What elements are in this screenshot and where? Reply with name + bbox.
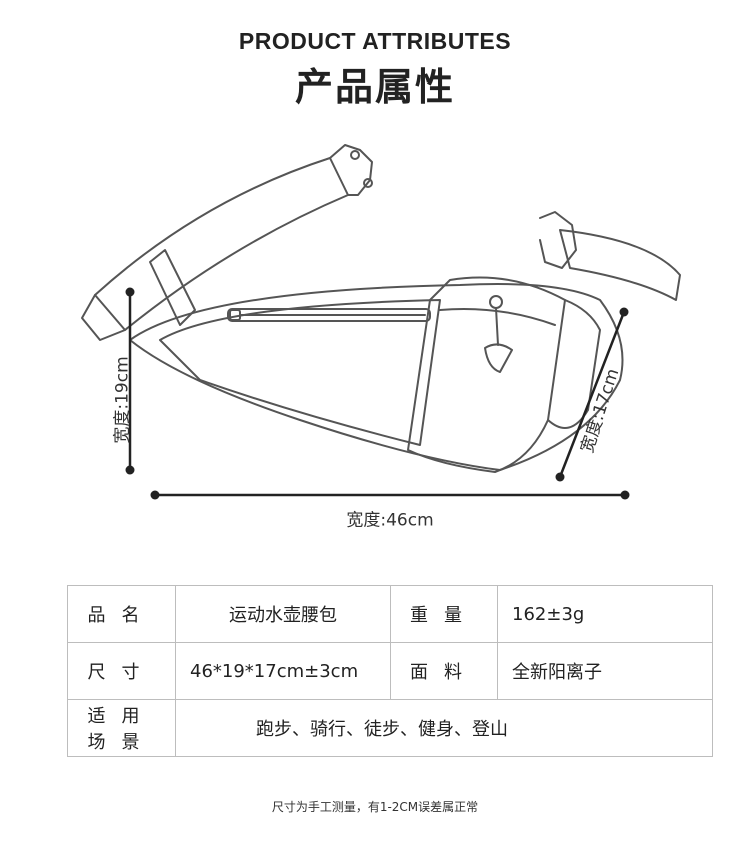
attr-key-usage: 适用场景 [67, 699, 176, 757]
bag-body [129, 283, 624, 471]
attr-value-fabric: 全新阳离子 [497, 642, 713, 700]
attr-value-name: 运动水壶腰包 [175, 585, 391, 643]
attr-value-usage: 跑步、骑行、徒步、健身、登山 [175, 699, 713, 757]
right-buckle [539, 211, 577, 269]
attr-key-name: 品名 [67, 585, 176, 643]
attr-key-weight: 重量 [390, 585, 498, 643]
left-strap [94, 157, 349, 331]
measurement-footnote: 尺寸为手工测量，有1-2CM误差属正常 [271, 800, 479, 814]
height-label: 宽度:19cm [112, 356, 133, 444]
attr-key-size: 尺寸 [67, 642, 176, 700]
waist-bag-line-drawing [81, 144, 681, 500]
table-row: 品名 运动水壶腰包 重量 162±3g [67, 585, 713, 643]
bottle-pocket [407, 276, 566, 473]
right-strap [559, 229, 681, 301]
left-buckle [329, 144, 373, 196]
width-label: 宽度:46cm [346, 510, 434, 531]
attributes-table: 品名 运动水壶腰包 重量 162±3g 尺寸 46*19*17cm±3cm 面料… [67, 585, 713, 757]
attr-value-size: 46*19*17cm±3cm [175, 642, 391, 700]
attr-key-fabric: 面料 [390, 642, 498, 700]
attr-key-usage-text: 适用场景 [87, 706, 156, 753]
attr-value-weight: 162±3g [497, 585, 713, 643]
table-row: 适用场景 跑步、骑行、徒步、健身、登山 [67, 699, 713, 757]
table-row: 尺寸 46*19*17cm±3cm 面料 全新阳离子 [67, 642, 713, 700]
depth-dimension-line [558, 311, 626, 478]
title-english: PRODUCT ATTRIBUTES [238, 28, 512, 54]
title-chinese: 产品属性 [294, 65, 455, 109]
